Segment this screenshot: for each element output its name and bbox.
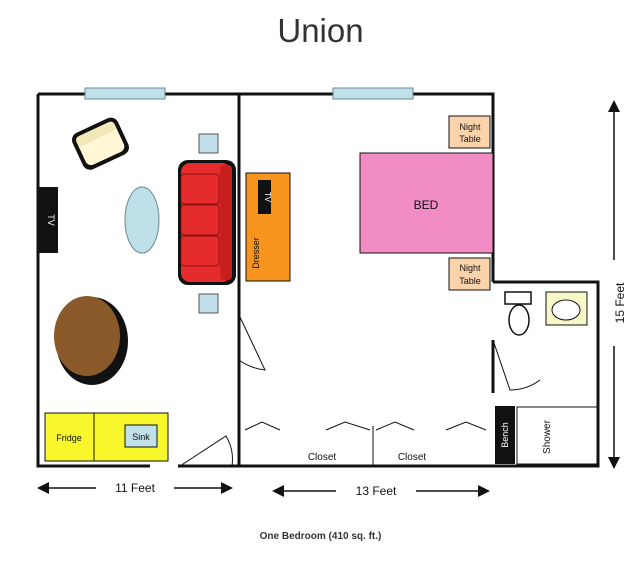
sink-kitchen [124,424,158,448]
sofa [178,160,236,285]
caption: One Bedroom (410 sq. ft.) [259,531,382,542]
night-table-top [448,115,491,149]
dresser-label: Dresser [251,237,261,269]
bench-label: Bench [500,422,510,448]
tv-dresser [258,180,271,214]
tv-dresser-label: TV [263,192,272,203]
fridge-label: Fridge [56,433,82,443]
dimension-height-label: 15 Feet [613,282,627,323]
bed [359,152,494,254]
door-swing-kitchen [179,435,233,467]
page-title: Union [277,12,364,49]
end-table-bottom [198,293,219,314]
window-bedroom [332,87,414,100]
closet-door-2 [325,421,371,431]
closet-door-1 [244,421,281,431]
shower-label: Shower [542,419,553,454]
closet-left-label: Closet [308,452,337,463]
night-table-bottom-label-2: Table [459,276,481,286]
night-table-top-label-1: Night [459,122,481,132]
toilet [504,291,532,336]
window-living [84,87,166,100]
tv-living [38,187,58,253]
dimension-width-left-label: 11 Feet [115,481,155,495]
tv-living-label: TV [46,214,56,226]
night-table-top-label-2: Table [459,134,481,144]
closet-door-4 [445,421,487,431]
rug-oval [124,186,160,254]
night-table-bottom-label-1: Night [459,263,481,273]
dimension-width-right-label: 13 Feet [356,484,397,498]
night-table-bottom [448,257,491,291]
door-swing-living [238,314,266,371]
sink-label: Sink [132,432,150,442]
armchair [72,117,129,170]
bed-label: BED [414,198,439,212]
closet-door-3 [375,421,415,431]
shower [516,406,598,465]
door-swing-bathroom [492,339,541,391]
wall-bathroom [491,280,600,468]
bench [495,406,515,464]
dining-table [54,296,128,385]
sink-bathroom [545,291,588,326]
end-table-top [198,133,219,154]
closet-right-label: Closet [398,452,427,463]
